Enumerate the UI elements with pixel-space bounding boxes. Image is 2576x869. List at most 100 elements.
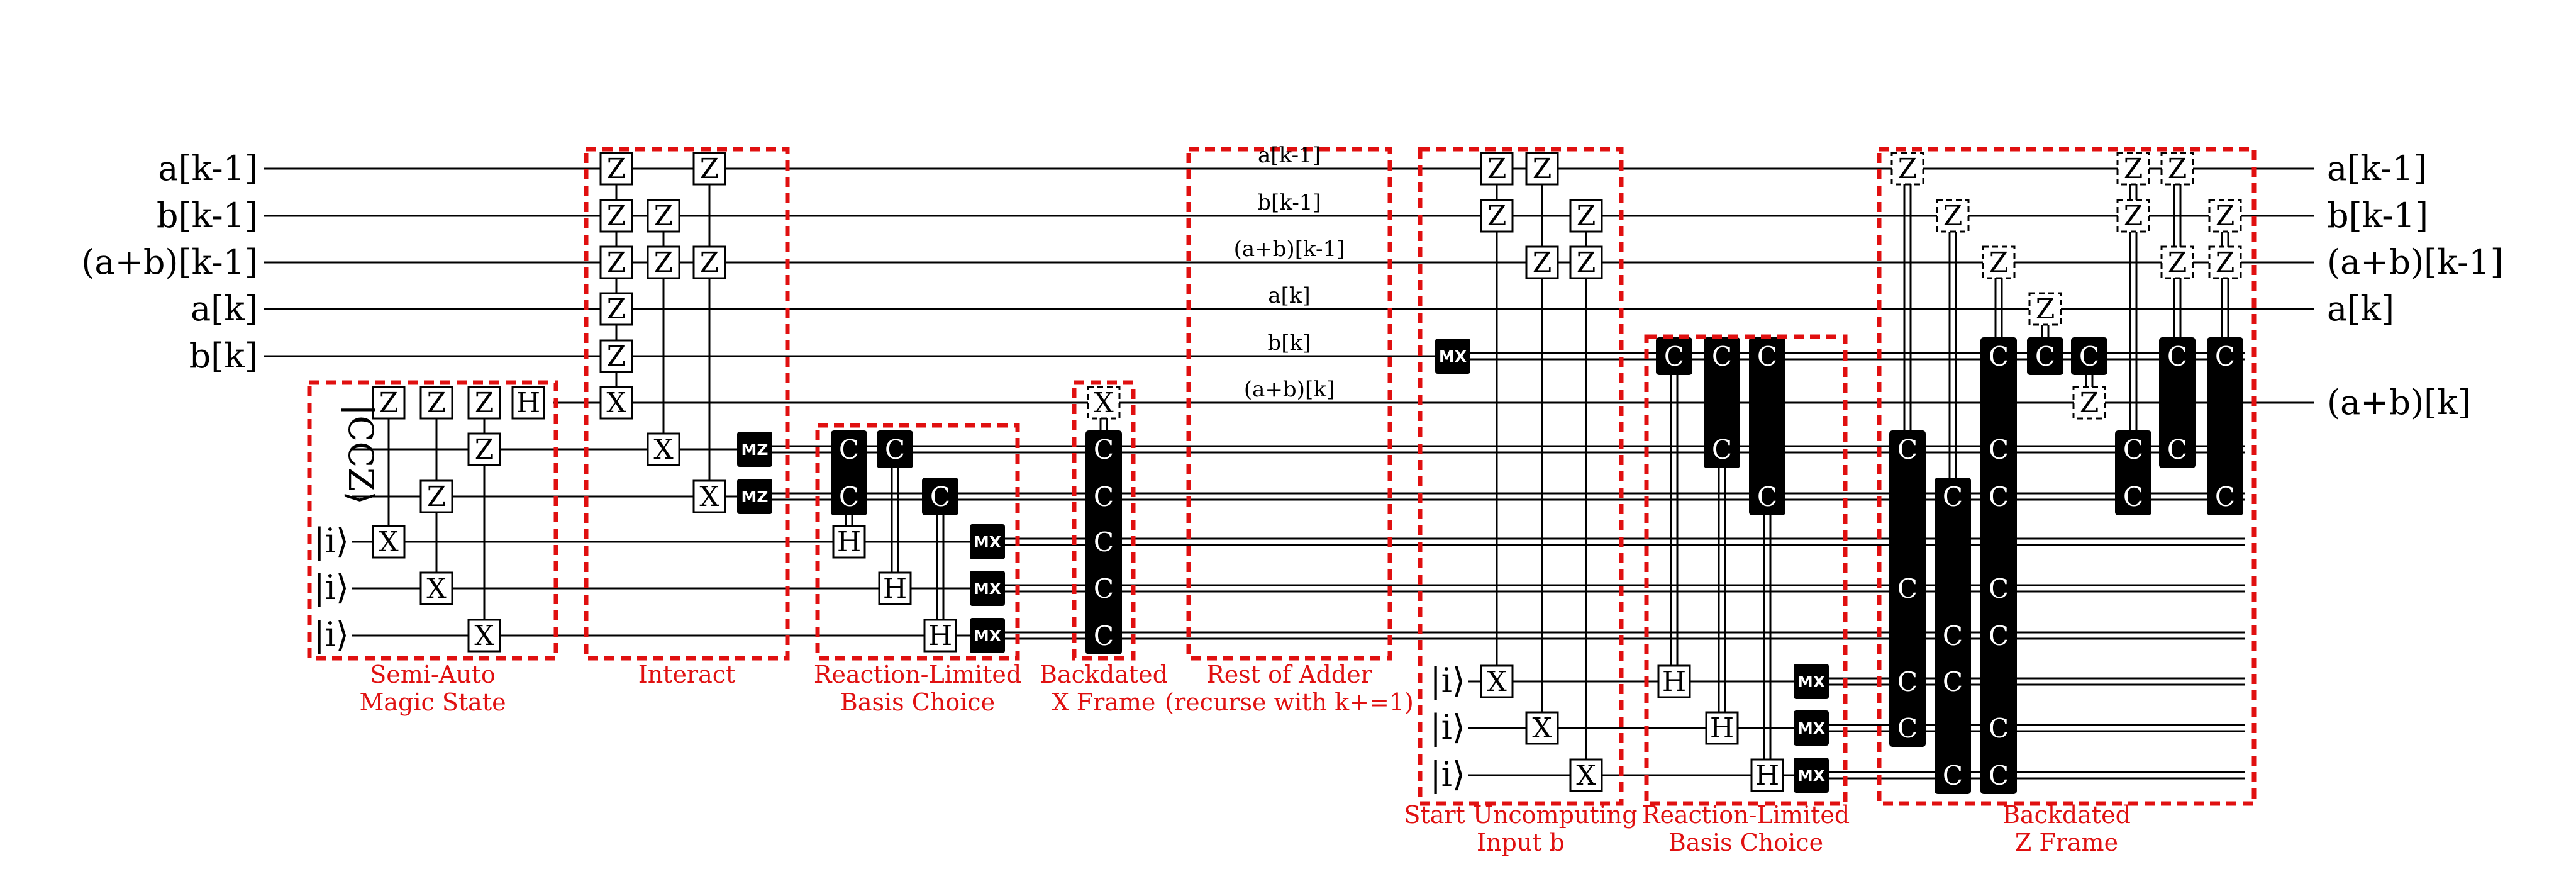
control-c-label: C (2215, 341, 2235, 372)
group-box (815, 423, 1020, 661)
gate-x-label: X (1094, 387, 1114, 419)
gate-z (2160, 152, 2194, 186)
gate-x-label: X (699, 481, 719, 513)
gate-z (647, 245, 680, 279)
gate-z (1936, 199, 1970, 233)
gate-z-label: Z (2036, 293, 2055, 325)
gate-x-label: X (1532, 712, 1552, 744)
classical-control-block (2071, 337, 2107, 375)
measure-mx (1794, 710, 1829, 746)
gate-z (2072, 386, 2106, 420)
ket-i-label: |i⟩ (313, 521, 349, 561)
group-caption: Semi-Auto (370, 661, 496, 688)
gate-z-label: Z (2080, 387, 2099, 419)
gate-z-label: Z (654, 200, 674, 232)
control-c-label: C (1094, 434, 1114, 465)
gate-x-label: X (653, 434, 674, 466)
gate-z (419, 386, 453, 420)
measure-mx-label: MX (1797, 719, 1825, 737)
group-box (1072, 380, 1136, 661)
qubit-label-left: b[k-1] (157, 196, 258, 235)
classical-control-block (2115, 430, 2151, 515)
gate-h-label: H (1755, 760, 1779, 792)
mid-wire-label: (a+b)[k] (1244, 377, 1335, 402)
group-caption: Rest of Adder (1206, 661, 1373, 688)
group-caption: Reaction-Limited (814, 661, 1021, 688)
group-caption: Start Uncomputing (1404, 801, 1637, 829)
ket-i-label: |i⟩ (1430, 754, 1465, 794)
gate-h (923, 619, 957, 653)
control-c-label: C (1989, 713, 2009, 744)
control-c-label: C (1943, 620, 1963, 651)
control-c-label: C (885, 434, 905, 465)
gate-z (599, 292, 633, 326)
gate-z-label: Z (427, 481, 447, 513)
gate-z-label: Z (700, 247, 719, 279)
gate-z (2116, 199, 2150, 233)
measure-mx (970, 524, 1005, 559)
gate-z (2116, 152, 2150, 186)
control-c-label: C (1094, 573, 1114, 604)
control-c-label: C (1897, 666, 1918, 697)
ccz-state-label: |CCZ⟩ (341, 404, 380, 504)
control-c-label: C (1094, 620, 1114, 651)
classical-control-block (2027, 337, 2063, 375)
qubit-label-right: a[k-1] (2327, 149, 2427, 188)
gate-x-label: X (1487, 666, 1507, 698)
gate-z-label: Z (475, 434, 494, 466)
group-box (1186, 147, 1392, 661)
gate-z (372, 386, 406, 420)
group-box (307, 380, 558, 661)
gate-z-label: Z (1989, 247, 2009, 279)
gate-z-label: Z (1487, 153, 1507, 185)
gate-x (1525, 711, 1559, 745)
gate-z-label: Z (607, 153, 626, 185)
classical-control-block (1980, 337, 2017, 794)
gate-z-label: Z (1943, 200, 1963, 232)
mid-wire-label: b[k-1] (1257, 190, 1321, 215)
classical-control-block (1085, 430, 1122, 654)
gate-h (1750, 758, 1784, 792)
control-c-label: C (839, 481, 859, 512)
gate-z (1480, 152, 1514, 186)
qubit-label-right: (a+b)[k-1] (2327, 242, 2504, 282)
control-c-label: C (1757, 481, 1777, 512)
gate-z (2160, 245, 2194, 279)
measure-mx (1794, 758, 1829, 793)
control-c-label: C (1989, 620, 2009, 651)
gate-z-label: Z (1577, 200, 1596, 232)
gate-x-label: X (426, 573, 447, 605)
gate-z (599, 152, 633, 186)
gate-z-label: Z (2124, 153, 2143, 185)
qubit-label-right: b[k-1] (2327, 196, 2428, 235)
ket-i-label: |i⟩ (313, 568, 349, 607)
gate-z-label: Z (427, 387, 447, 419)
control-c-label: C (2123, 434, 2143, 465)
gate-z (1525, 152, 1559, 186)
ket-i-label: |i⟩ (313, 615, 349, 654)
qubit-label-left: (a+b)[k-1] (81, 242, 258, 282)
control-c-label: C (2215, 481, 2235, 512)
gate-z (599, 199, 633, 233)
qubit-label-left: b[k] (189, 336, 258, 376)
gate-z-label: Z (2216, 247, 2235, 279)
classical-control-block (1656, 337, 1692, 375)
qubit-label-right: a[k] (2327, 289, 2394, 328)
control-c-label: C (1094, 527, 1114, 558)
control-c-label: C (1664, 341, 1684, 372)
gate-x (1087, 386, 1121, 420)
control-c-label: C (2079, 341, 2099, 372)
qubit-label-left: a[k] (191, 289, 258, 328)
control-c-label: C (2167, 341, 2187, 372)
gate-x (467, 619, 501, 653)
gate-x (647, 432, 680, 466)
ket-i-label: |i⟩ (1430, 707, 1465, 747)
gate-z (1525, 245, 1559, 279)
group-box (1418, 147, 1624, 806)
gate-x (692, 479, 726, 513)
group-caption: Input b (1477, 829, 1565, 856)
control-c-label: C (839, 434, 859, 465)
gate-x (1480, 664, 1514, 698)
